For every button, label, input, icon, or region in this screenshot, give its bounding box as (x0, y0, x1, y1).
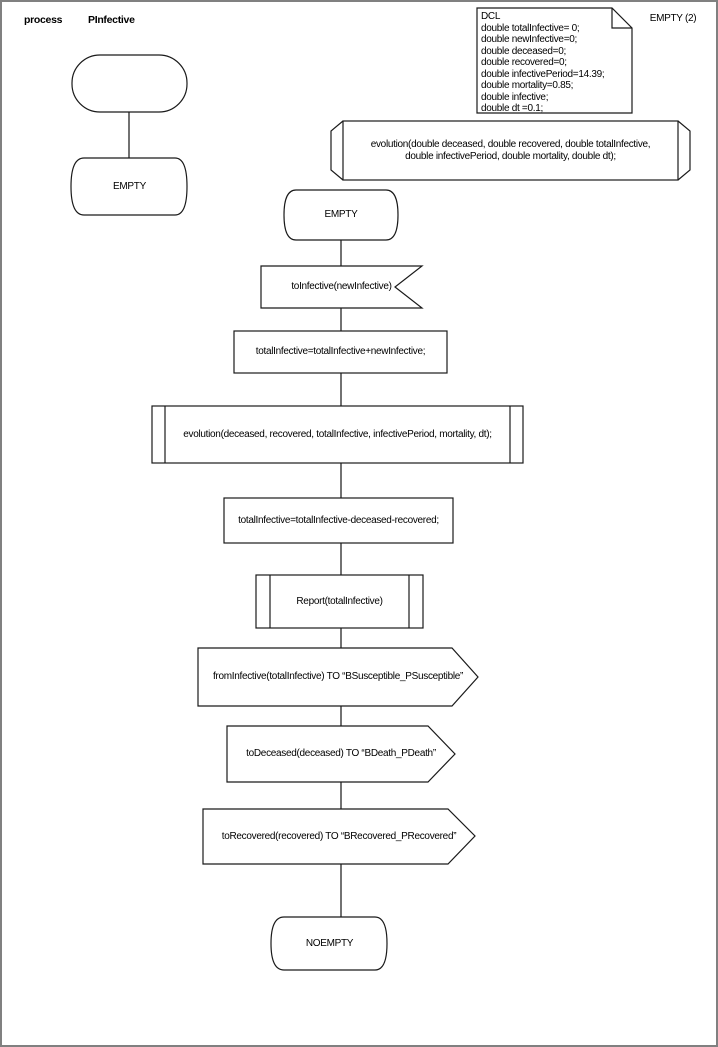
process-name-label: PInfective (88, 14, 135, 26)
folded-corner-icon (611, 8, 632, 29)
output-todeceased-label: toDeceased(deceased) TO “BDeath_PDeath” (246, 748, 436, 759)
task-accumulate-label: totalInfective=totalInfective+newInfecti… (255, 346, 426, 357)
task-symbol-accumulate[interactable] (233, 330, 448, 374)
state-noempty-label: NOEMPTY (305, 937, 354, 949)
text-symbol-dcl[interactable] (476, 7, 633, 114)
procedure-call-report[interactable] (255, 574, 424, 629)
state-empty-label: EMPTY (324, 209, 358, 220)
output-symbol-todeceased[interactable] (226, 725, 456, 783)
output-frominfective-label: fromInfective(totalInfective) TO “BSusce… (212, 671, 464, 682)
state-symbol-empty[interactable] (283, 189, 399, 241)
output-symbol-torecovered[interactable] (202, 808, 476, 865)
page-label: EMPTY (2) (649, 13, 697, 24)
input-symbol-toinfective[interactable] (260, 265, 424, 309)
start-symbol[interactable] (71, 54, 188, 113)
state-symbol-noempty[interactable] (270, 916, 388, 971)
procedure-declaration-symbol[interactable] (330, 120, 691, 181)
task-decrease-label: totalInfective=totalInfective-deceased-r… (238, 514, 439, 526)
state-symbol-empty-left[interactable] (70, 157, 188, 216)
diagram-kind-label: process (24, 14, 63, 26)
procedure-call-evolution-label: evolution(deceased, recovered, totalInfe… (183, 428, 492, 440)
procedure-call-evolution[interactable] (151, 405, 524, 464)
input-signal-label: toInfective(newInfective) (291, 281, 392, 292)
output-torecovered-label: toRecovered(recovered) TO “BRecovered_PR… (221, 830, 457, 842)
procedure-call-report-label: Report(totalInfective) (296, 595, 383, 607)
procedure-declaration-text: evolution(double deceased, double recove… (370, 138, 651, 162)
dcl-declarations-text: DCL double totalInfective= 0; double new… (481, 11, 605, 114)
output-symbol-frominfective[interactable] (197, 647, 479, 707)
task-symbol-decrease[interactable] (223, 497, 454, 544)
state-empty-left-label: EMPTY (113, 180, 146, 192)
